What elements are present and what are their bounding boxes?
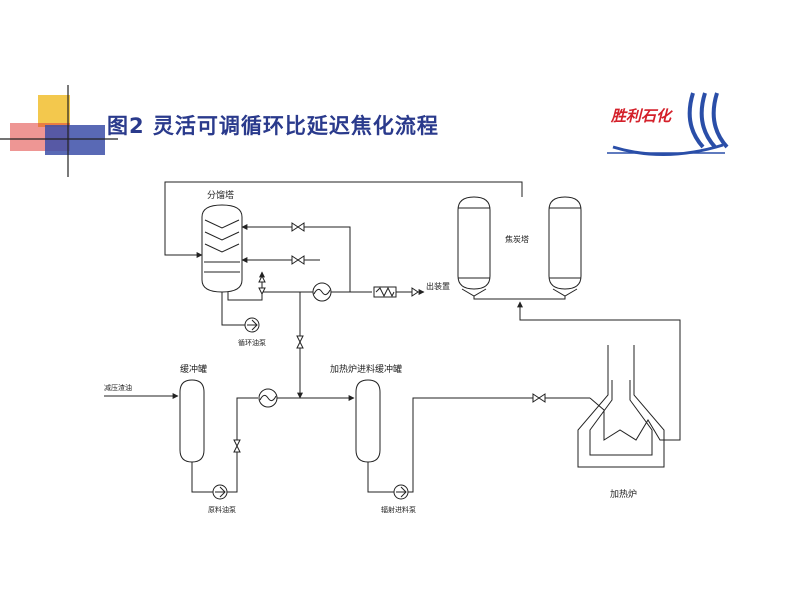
logo-text: 胜利石化 — [610, 107, 673, 125]
label-feed-pump: 原料油泵 — [208, 505, 236, 514]
company-logo: 胜利石化 — [607, 92, 729, 157]
valve-recycle — [296, 335, 304, 349]
label-radiation-pump: 辐射进料泵 — [381, 505, 416, 514]
title-decoration — [0, 85, 118, 177]
valve-reflux-upper — [291, 222, 305, 232]
label-heater-feed-tank: 加热炉进料缓冲罐 — [330, 363, 402, 375]
line-to-radiation-pump — [367, 462, 394, 493]
coke-drum-2 — [548, 196, 582, 297]
furnace — [577, 345, 665, 468]
buffer-tank — [179, 379, 205, 463]
line-reflux-upper — [241, 224, 351, 290]
label-fractionator: 分馏塔 — [207, 189, 234, 201]
valve-bottom-vertical — [258, 274, 266, 296]
label-to-unit: 出装置 — [426, 281, 450, 291]
line-buffer-to-feed-pump — [191, 462, 213, 493]
valve-feed — [233, 439, 241, 453]
line-coke-vapor-return — [164, 181, 523, 258]
valve-furnace-feed — [532, 393, 546, 403]
label-furnace: 加热炉 — [610, 488, 637, 500]
fractionator-column — [201, 204, 243, 293]
line-coke-drum-header — [473, 296, 566, 300]
line-furnace-to-drums — [517, 301, 681, 441]
valve-to-unit — [411, 287, 419, 297]
line-circulation — [221, 292, 245, 326]
coke-drum-1 — [457, 196, 491, 297]
line-feed-pump-out — [227, 397, 258, 493]
label-coke-drums: 焦炭塔 — [505, 234, 529, 244]
line-radiation-pump-out — [408, 397, 590, 493]
heater-feed-buffer-tank — [355, 379, 381, 463]
slide-title: 图2 灵活可调循环比延迟焦化流程 — [107, 114, 439, 138]
valve-reflux-lower — [291, 255, 305, 265]
label-feed-in: 减压渣油 — [104, 383, 132, 392]
label-circulation-pump: 循环油泵 — [238, 338, 266, 347]
label-buffer-tank: 缓冲罐 — [180, 363, 207, 375]
